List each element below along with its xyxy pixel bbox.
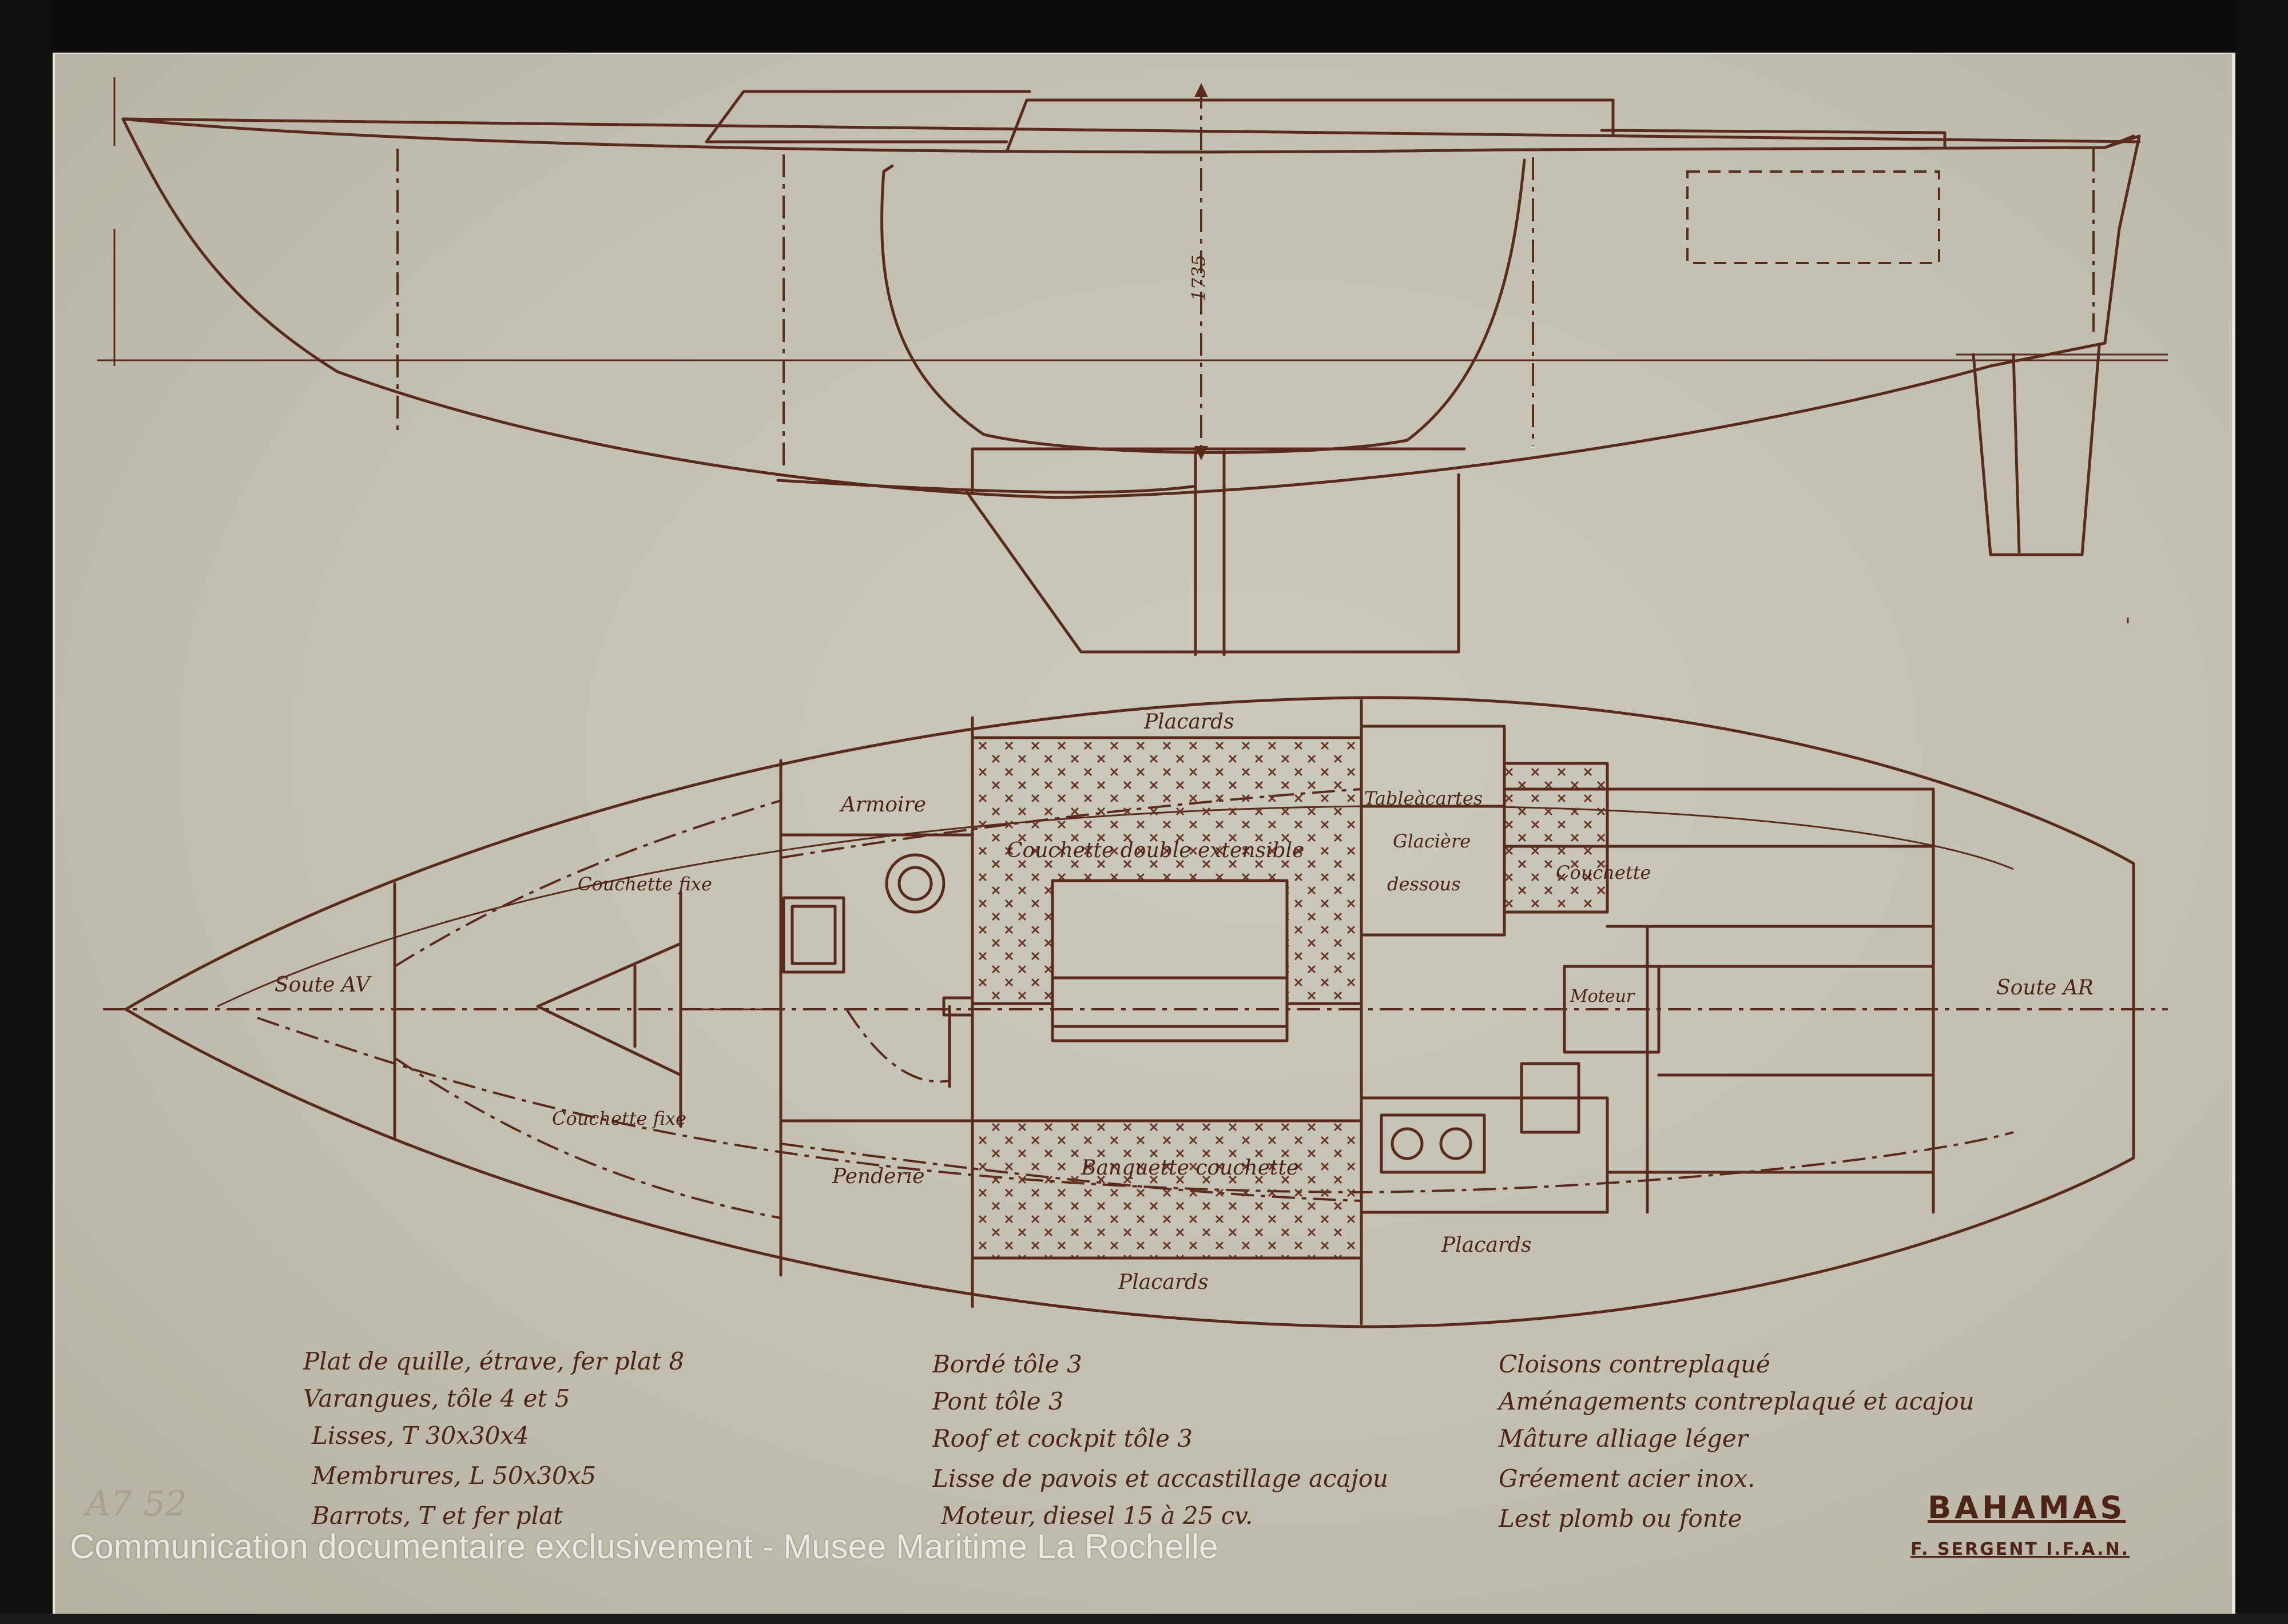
- spec-col2-line2: Pont tôle 3: [932, 1387, 1064, 1415]
- label-placards-top: Placards: [1144, 710, 1234, 734]
- label-soute-av: Soute AV: [275, 973, 370, 997]
- sheet-reference: A7 52: [86, 1484, 187, 1524]
- burner: [1439, 1127, 1472, 1160]
- label-couchette-fixe-top: Couchette fixe: [578, 873, 712, 895]
- spec-col3-line3: Mâture alliage léger: [1499, 1424, 1748, 1452]
- label-soute-ar: Soute AR: [1996, 976, 2094, 1000]
- label-placards-right: Placards: [1441, 1233, 1532, 1257]
- label-couchette: Couchette: [1556, 862, 1651, 883]
- door-swing: [845, 1008, 950, 1083]
- quarter-berth-cushion: [1503, 762, 1609, 914]
- label-penderie: Penderie: [832, 1165, 925, 1188]
- spec-col1-line3: Lisses, T 30x30x4: [312, 1422, 529, 1450]
- sheer-line: [121, 117, 2135, 154]
- hull-bottom: [336, 364, 1992, 499]
- keel-stock: [1194, 450, 1226, 656]
- label-banquette: Banquette couchette: [1081, 1156, 1299, 1180]
- label-couchette-double: Couchette double extensible: [1007, 839, 1305, 862]
- watermark: Communication documentaire exclusivement…: [70, 1527, 1218, 1566]
- hull-outline: [124, 696, 2135, 1328]
- keel-fillet: [776, 479, 1197, 494]
- spec-col3-line2: Aménagements contreplaqué et acajou: [1499, 1387, 1975, 1415]
- rudder: [1972, 344, 2101, 556]
- toilet-seat: [791, 905, 837, 965]
- frame-top: [0, 0, 2288, 53]
- spec-col2-line1: Bordé tôle 3: [932, 1350, 1082, 1378]
- burner: [1391, 1127, 1424, 1160]
- keel-fin: [965, 473, 1460, 654]
- spec-col1-line5: Barrots, T et fer plat: [312, 1502, 563, 1530]
- plan-view: [103, 696, 2168, 1328]
- spec-col2-line3: Roof et cockpit tôle 3: [932, 1424, 1193, 1452]
- double-berth-cushion: [971, 736, 1363, 1005]
- label-moteur: Moteur: [1570, 986, 1635, 1006]
- washbasin: [885, 853, 946, 914]
- berth-line: [394, 799, 781, 968]
- chart-table: [1360, 725, 1506, 937]
- label-placards-bottom: Placards: [1118, 1271, 1209, 1294]
- designer-signature: F. SERGENT I.F.A.N.: [1910, 1539, 2130, 1559]
- label-dessous: dessous: [1387, 873, 1461, 895]
- door-latch: [942, 996, 974, 1017]
- bow-stem: [121, 117, 339, 373]
- engine-box: [1563, 965, 1661, 1054]
- engine-outline: [1686, 170, 1940, 264]
- toilet: [782, 896, 845, 974]
- boat-title: BAHAMAS: [1928, 1490, 2126, 1526]
- dimension-label: 1735: [1187, 254, 1210, 301]
- frame-left: [0, 0, 53, 1624]
- washbasin-drain: [897, 866, 933, 901]
- frame-bottom: [0, 1614, 2288, 1624]
- label-armoire: Armoire: [841, 793, 927, 817]
- spec-col2-line5: Moteur, diesel 15 à 25 cv.: [941, 1502, 1253, 1530]
- label-glaciere: Glacière: [1393, 830, 1471, 852]
- spec-col3-line4: Gréement acier inox.: [1499, 1464, 1755, 1492]
- coachroof-upper: [705, 90, 1031, 144]
- floor-structure: [971, 447, 1466, 493]
- spec-col1-line1: Plat de quille, étrave, fer plat 8: [303, 1347, 685, 1375]
- cockpit-coaming: [1600, 129, 1947, 149]
- spec-col1-line2: Varangues, tôle 4 et 5: [303, 1384, 570, 1412]
- cabin-edge: [882, 164, 894, 173]
- coachroof: [1005, 98, 1615, 153]
- cabin-floor-curve: [880, 158, 1526, 454]
- label-table-a-cartes: Tableàcartes: [1364, 787, 1483, 809]
- spec-col3-line1: Cloisons contreplaqué: [1499, 1350, 1770, 1378]
- rudder-stock: [2012, 353, 2021, 554]
- deck-line: [121, 117, 2141, 144]
- galley-sink: [1520, 1062, 1580, 1134]
- transom: [1989, 134, 2141, 368]
- spec-col1-line4: Membrures, L 50x30x5: [312, 1462, 597, 1490]
- stove: [1380, 1113, 1486, 1174]
- profile-view: [97, 77, 2168, 656]
- frame-right: [2235, 0, 2288, 1624]
- spec-col3-line5: Lest plomb ou fonte: [1499, 1504, 1742, 1533]
- settee-cushion: [971, 1119, 1363, 1260]
- berth-line: [394, 1057, 781, 1219]
- saloon-table: [1051, 879, 1289, 1042]
- spec-col2-line4: Lisse de pavois et accastillage acajou: [932, 1464, 1389, 1492]
- label-couchette-fixe-bottom: Couchette fixe: [552, 1108, 686, 1129]
- galley: [1360, 1096, 1609, 1214]
